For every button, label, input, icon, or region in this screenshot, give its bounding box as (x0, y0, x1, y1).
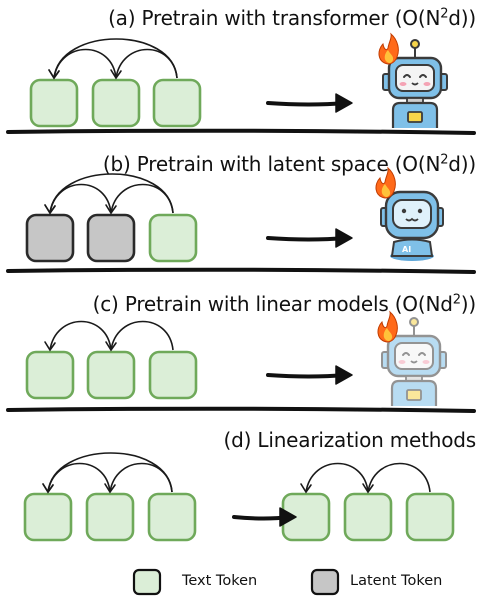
robot-antenna-icon (382, 39, 448, 128)
robot-faded-icon (381, 317, 447, 406)
legend-text-token-swatch (132, 568, 162, 596)
attention-arrow (104, 462, 173, 494)
robot-ai-icon: AI (380, 190, 444, 261)
panel-d-title: (d) Linearization methods (223, 428, 477, 452)
panel-divider (6, 406, 476, 413)
text-token (23, 492, 73, 542)
text-token (148, 213, 198, 263)
attention-arrow (110, 48, 178, 80)
attention-arrow (44, 320, 112, 352)
text-token (152, 78, 202, 128)
linearization-arrow (232, 507, 297, 527)
attention-arrow (44, 173, 174, 215)
transform-arrow (266, 93, 353, 113)
text-token (91, 78, 141, 128)
attention-arrow (105, 183, 174, 215)
text-token (29, 78, 79, 128)
text-token (405, 492, 455, 542)
legend-latent-token-swatch (310, 568, 340, 596)
text-token (85, 492, 135, 542)
panel-divider (6, 128, 476, 135)
panel-b-title: (b) Pretrain with latent space (O(N2d)) (102, 152, 476, 176)
attention-arrow (105, 320, 174, 352)
text-token (25, 350, 75, 400)
text-token (343, 492, 393, 542)
flame-icon (378, 32, 399, 65)
attention-arrow (300, 462, 369, 494)
latent-token (86, 213, 136, 263)
flame-icon (377, 310, 398, 343)
legend-latent-token-label: Latent Token (350, 573, 443, 589)
attention-arrow (362, 462, 431, 494)
attention-arrow (42, 452, 173, 494)
legend-text-token-label: Text Token (182, 573, 258, 589)
text-token (86, 350, 136, 400)
panel-divider (6, 267, 476, 274)
text-token (147, 492, 197, 542)
transform-arrow (266, 365, 353, 385)
transform-arrow (266, 228, 353, 248)
text-token (148, 350, 198, 400)
svg-text:AI: AI (402, 245, 411, 254)
flame-icon (375, 166, 396, 199)
panel-a-title: (a) Pretrain with transformer (O(N2d)) (108, 6, 476, 30)
latent-token (25, 213, 75, 263)
panel-c-title: (c) Pretrain with linear models (O(Nd2)) (92, 292, 477, 316)
